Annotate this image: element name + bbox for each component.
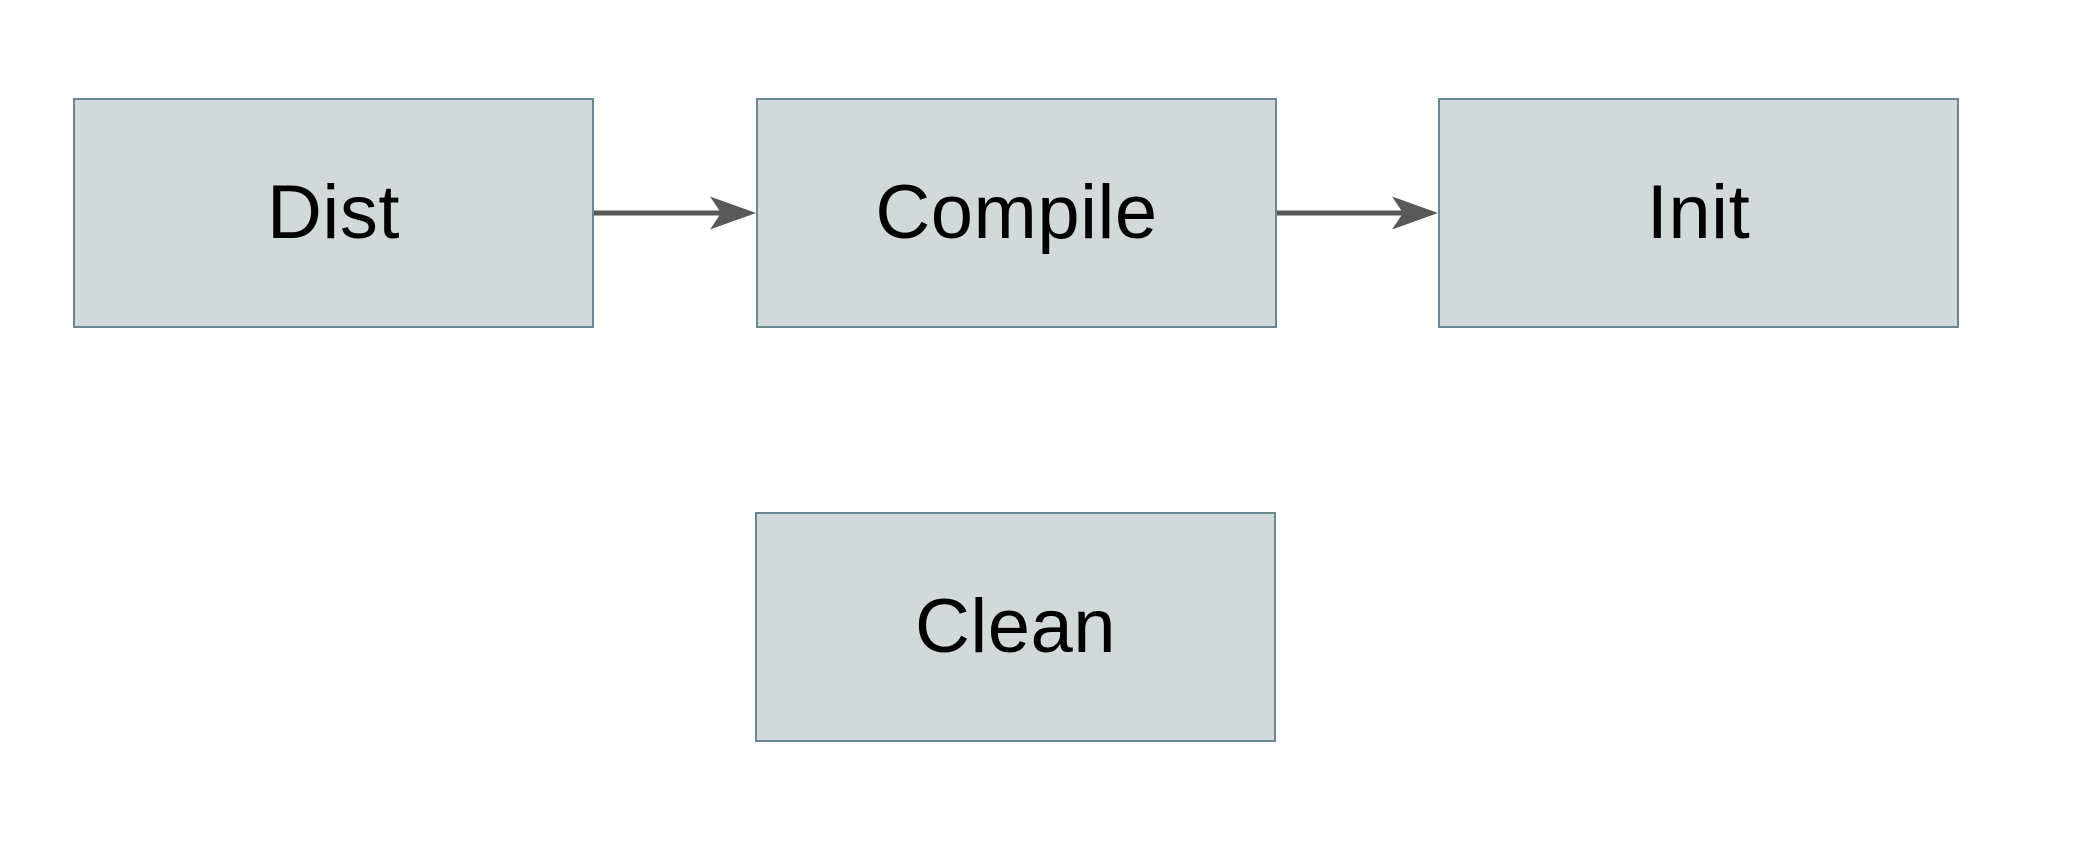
node-clean[interactable]: Clean xyxy=(755,512,1276,742)
node-compile-label: Compile xyxy=(875,170,1158,255)
arrow-dist-to-compile[interactable] xyxy=(594,196,756,230)
node-dist-label: Dist xyxy=(267,170,400,255)
arrowhead-right-icon xyxy=(1392,196,1438,230)
node-dist[interactable]: Dist xyxy=(73,98,594,328)
node-clean-label: Clean xyxy=(914,584,1117,669)
arrowhead-right-icon xyxy=(710,196,756,230)
arrow-compile-to-init[interactable] xyxy=(1277,196,1438,230)
node-compile[interactable]: Compile xyxy=(756,98,1277,328)
node-init-label: Init xyxy=(1646,170,1751,255)
node-init[interactable]: Init xyxy=(1438,98,1959,328)
